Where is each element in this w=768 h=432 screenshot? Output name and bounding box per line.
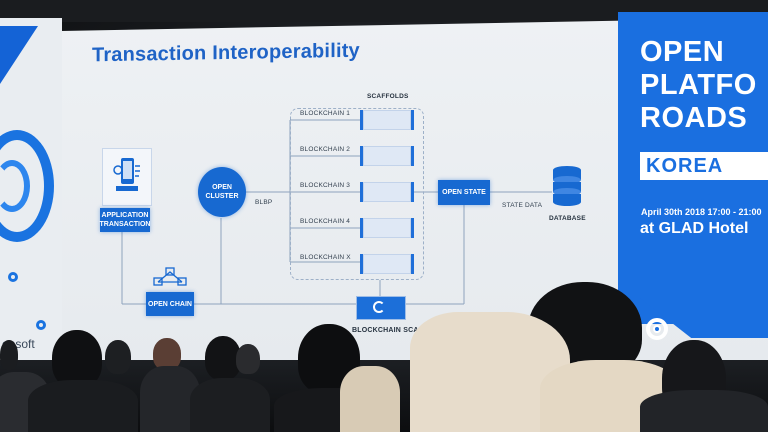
event-logo-icon bbox=[646, 318, 668, 340]
audience-head bbox=[0, 340, 18, 370]
audience-head bbox=[236, 344, 260, 374]
blockchain-box bbox=[360, 254, 414, 274]
small-logo-icon bbox=[36, 320, 46, 330]
chain-network-icon bbox=[153, 267, 187, 286]
audience-body bbox=[340, 366, 400, 432]
event-title: OPEN PLATFO ROADS bbox=[640, 36, 757, 135]
event-title-line: PLATFO bbox=[640, 69, 757, 101]
ceiling bbox=[0, 0, 768, 22]
phone-transaction-icon bbox=[113, 158, 140, 191]
audience-head bbox=[153, 338, 181, 370]
open-cluster-node: OPEN CLUSTER bbox=[198, 167, 246, 217]
blbp-label: BLBP bbox=[255, 199, 273, 206]
scaffolds-label: SCAFFOLDS bbox=[367, 93, 409, 100]
open-state-node: OPEN STATE bbox=[438, 180, 490, 205]
database-label: DATABASE bbox=[549, 215, 586, 222]
state-data-label: STATE DATA bbox=[502, 202, 543, 209]
event-title-line: ROADS bbox=[640, 102, 748, 134]
blockchain-box bbox=[360, 146, 414, 166]
audience-head bbox=[52, 330, 102, 388]
audience-head bbox=[205, 336, 241, 380]
audience-body bbox=[28, 380, 138, 432]
blockchain-box bbox=[360, 218, 414, 238]
corner-accent bbox=[0, 26, 38, 84]
event-logo-inner-icon bbox=[653, 325, 661, 333]
audience-head bbox=[105, 340, 131, 374]
scaffolds-group bbox=[290, 108, 424, 280]
event-title-line: OPEN bbox=[640, 36, 725, 68]
audience-body bbox=[640, 390, 768, 432]
audience-body bbox=[190, 378, 270, 432]
blockchain-box bbox=[360, 182, 414, 202]
brand-logo-icon bbox=[0, 130, 54, 242]
event-country: KOREA bbox=[640, 152, 768, 180]
small-logo-icon bbox=[8, 272, 18, 282]
event-venue: at GLAD Hotel bbox=[640, 220, 749, 237]
blockchain-box bbox=[360, 110, 414, 130]
blockchain-label: BLOCKCHAIN 3 bbox=[300, 182, 351, 189]
blockchain-scaffold-label: BLOCKCHAIN SCAFF bbox=[352, 327, 428, 334]
database-icon bbox=[553, 166, 581, 206]
event-date: April 30th 2018 17:00 - 21:00 bbox=[641, 207, 762, 217]
blockchain-label: BLOCKCHAIN X bbox=[300, 254, 351, 261]
blockchain-label: BLOCKCHAIN 4 bbox=[300, 218, 351, 225]
blockchain-label: BLOCKCHAIN 2 bbox=[300, 146, 351, 153]
scaffold-ring-icon bbox=[373, 301, 385, 313]
blockchain-label: BLOCKCHAIN 1 bbox=[300, 110, 351, 117]
brand-logo-inner-icon bbox=[0, 160, 30, 212]
application-transaction-node: APPLICATION TRANSACTION bbox=[100, 208, 150, 232]
open-chain-node: OPEN CHAIN bbox=[146, 292, 194, 316]
